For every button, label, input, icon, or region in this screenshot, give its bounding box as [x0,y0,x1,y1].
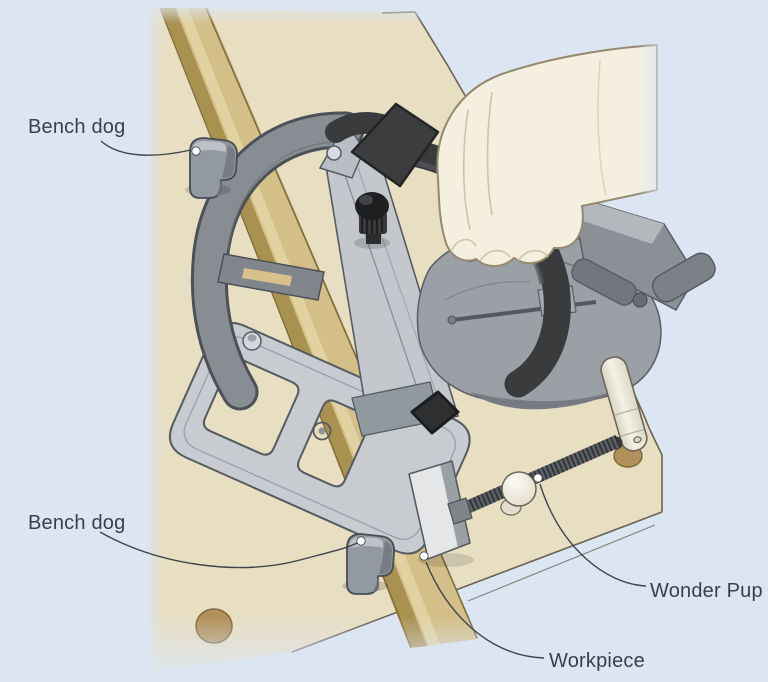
column-pivot-roller [326,145,342,161]
dot-bench-dog-bottom [356,536,366,546]
leader-dots [191,146,543,561]
plate-cap-pin-top [247,334,257,342]
fence-column [318,133,460,437]
fence-arc-bracket [190,111,365,411]
dot-bench-dog-top [191,146,201,156]
label-bench-dog-top: Bench dog [28,116,125,138]
label-workpiece: Workpiece [549,650,645,672]
motor-housing [562,194,716,311]
labels: Bench dog Bench dog Wonder Pup Workpiece [28,116,763,672]
leader-wonder-pup [539,483,647,587]
biscuit-joiner [169,43,716,555]
handle-front-post [350,102,440,188]
leader-workpiece [425,561,545,659]
plate-pivot-pin [318,427,326,435]
wonder-pup-clamp [408,356,648,567]
clamp-post [600,356,648,452]
leader-bench-dog-bottom [99,531,358,569]
motor-stub [632,292,648,308]
leader-lines [99,140,647,659]
label-bench-dog-bottom: Bench dog [28,512,125,534]
clamp-knob [354,192,390,249]
label-wonder-pup: Wonder Pup [650,580,763,602]
bench-dog-bottom [342,533,395,595]
hand-creases [451,59,607,262]
leader-bench-dog-top [100,140,192,156]
plate-pivot-ring [312,421,332,441]
hand-and-arm [436,43,658,267]
dot-workpiece [419,551,429,561]
column-top-cap [318,133,365,179]
workbench-front-lower-edge-line [467,524,656,602]
slide-stop-knob [410,390,460,435]
hand [436,43,658,267]
bench-dog-top [185,137,238,199]
fence-connector-bar [217,253,325,301]
dot-wonder-pup [533,473,543,483]
edge-fades [128,0,700,682]
ball-handle [501,471,537,507]
